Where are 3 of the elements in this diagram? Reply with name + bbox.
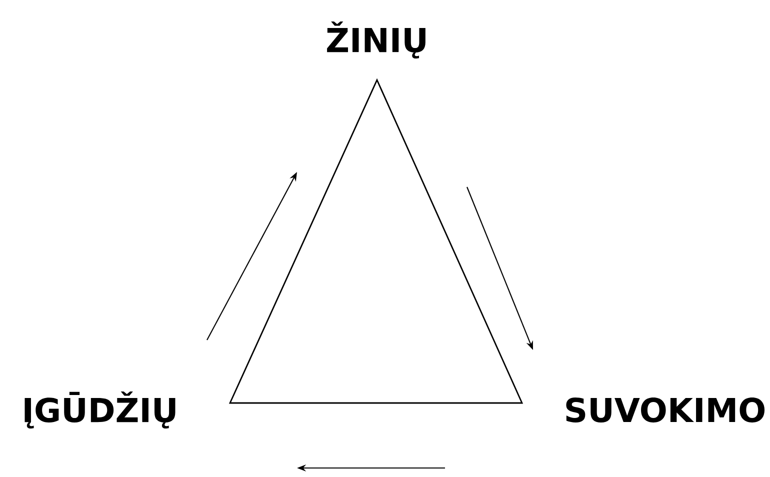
vertex-label: SUVOKIMO: [566, 398, 765, 422]
vertex-label: ĮGŪDŽIŲ: [24, 391, 176, 429]
vertex-label: ŽINIŲ: [327, 21, 426, 59]
